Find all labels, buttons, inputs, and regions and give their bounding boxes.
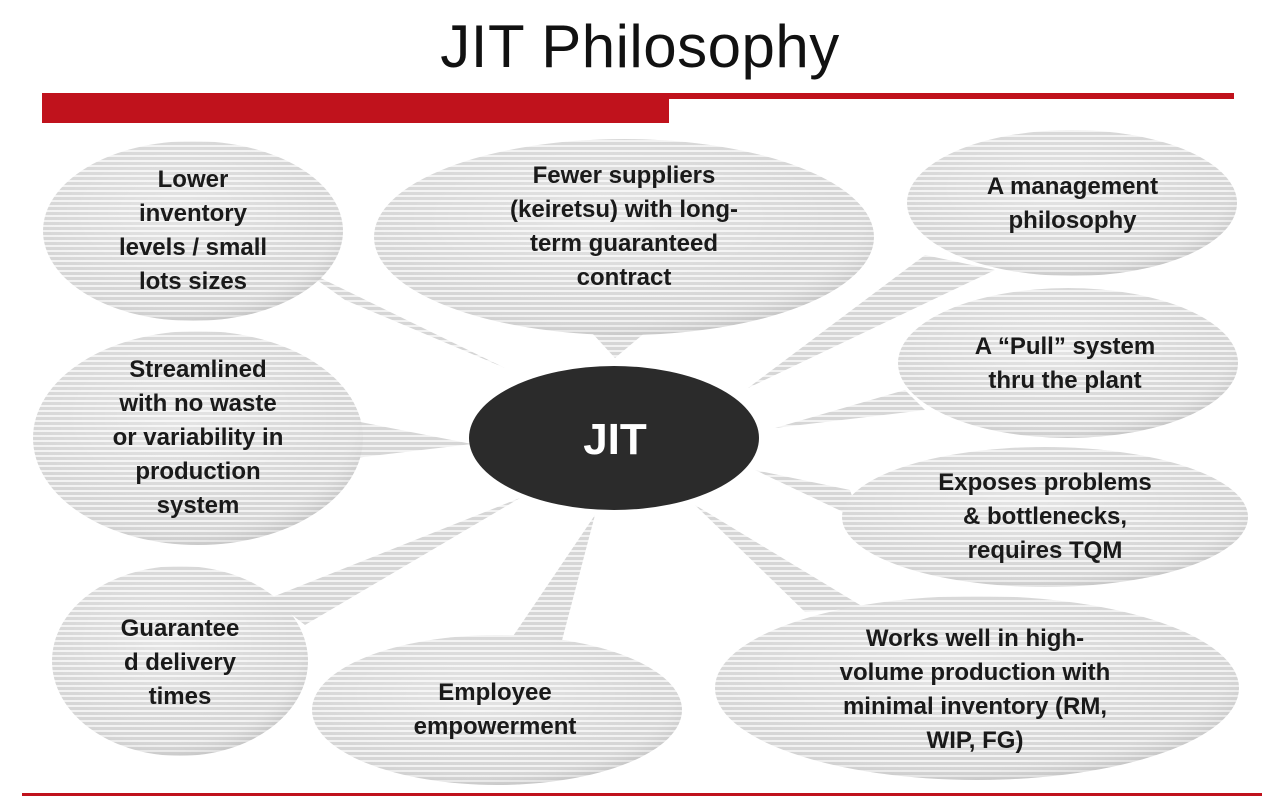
page-title: JIT Philosophy: [440, 13, 840, 80]
bubble-lower-inventory: [43, 141, 343, 321]
pointer-management-philosophy: [748, 255, 995, 388]
bubble-text: A “Pull” system thru the plant: [975, 330, 1156, 398]
label-guaranteed-delivery: Guarantee d delivery times: [70, 610, 290, 716]
bubble-line: times: [148, 683, 212, 710]
bubble-line: Employee: [438, 679, 552, 706]
label-exposes-problems: Exposes problems & bottlenecks, requires T…: [895, 464, 1195, 570]
bubbles: [33, 130, 1248, 785]
label-high-volume: Works well in high-volume production wit…: [790, 620, 1160, 760]
bubble-fewer-suppliers: [374, 139, 874, 335]
title-underline-thick: [42, 95, 669, 123]
bubble-line: system: [156, 492, 240, 519]
bubble-line: Works well in high-: [865, 625, 1085, 652]
bubble-line: Fewer suppliers: [532, 162, 716, 189]
pointer-pull-system: [775, 390, 925, 428]
bubble-text: Lower inventory levels / small lots sizes: [119, 163, 267, 299]
pointer-high-volume: [695, 505, 865, 612]
bubble-line: contract: [576, 264, 672, 291]
bubble-line: inventory: [138, 200, 247, 227]
bubble-line: Lower: [157, 166, 229, 193]
label-lower-inventory: Lower inventory levels / small lots sizes: [63, 158, 323, 304]
bubble-text: Works well in high-volume production wit…: [840, 622, 1111, 758]
pointer-exposes-problems: [755, 470, 860, 520]
bubble-high-volume: [715, 596, 1239, 780]
bubble-pull-system: [898, 288, 1238, 438]
bubble-exposes-problems: [842, 447, 1248, 587]
center-node: [469, 366, 759, 510]
bubble-line: lots sizes: [138, 268, 248, 295]
bubble-text: A management philosophy: [987, 170, 1158, 238]
bubble-line: A “Pull” system: [974, 333, 1156, 360]
bubble-line: Exposes problems: [938, 469, 1152, 496]
label-management-philosophy: A management philosophy: [925, 168, 1220, 240]
pointer-streamlined: [350, 420, 472, 458]
bubble-text: Guarantee d delivery times: [121, 612, 240, 714]
bubble-line: levels / small: [118, 234, 268, 261]
bubble-line: thru the plant: [988, 367, 1142, 394]
bubble-line: with no waste: [119, 390, 277, 417]
bubble-line: WIP, FG): [926, 727, 1024, 754]
label-streamlined: Streamlined with no waste or variability i…: [63, 350, 333, 526]
pointer-employee-empowerment: [505, 515, 595, 648]
bubble-employee-empowerment: [312, 635, 682, 785]
bubble-text: Exposes problems & bottlenecks, requires T…: [938, 466, 1151, 568]
bubble-line: philosophy: [1008, 207, 1137, 234]
label-employee-empowerment: Employee empowerment: [365, 674, 625, 746]
bubble-line: minimal inventory (RM,: [842, 693, 1108, 720]
bubble-line: Guarantee: [120, 615, 240, 642]
bubble-line: A management: [986, 173, 1159, 200]
bubble-line: empowerment: [413, 713, 577, 740]
bubble-line: requires TQM: [967, 537, 1123, 564]
bubble-text: Streamlined with no waste or variability i…: [113, 353, 284, 523]
label-pull-system: A “Pull” system thru the plant: [915, 328, 1215, 400]
bubble-line: (keiretsu) with long-: [510, 196, 738, 223]
pointer-guaranteed-delivery: [270, 498, 520, 625]
footer-rule: [22, 793, 1262, 796]
bubble-line: Streamlined: [129, 356, 267, 383]
bubble-line: term guaranteed: [529, 230, 719, 257]
bubble-line: volume production with: [839, 659, 1111, 686]
bubble-line: & bottlenecks,: [962, 503, 1128, 530]
bubble-line: production: [135, 458, 261, 485]
pointer-lower-inventory: [300, 268, 505, 368]
bubble-text: Employee empowerment: [414, 676, 577, 744]
bubble-line: d delivery: [123, 649, 237, 676]
bubble-pointers: [270, 255, 995, 648]
bubble-text: Fewer suppliers (keiretsu) with long-term…: [510, 159, 738, 295]
center-label: JIT: [583, 415, 647, 464]
label-fewer-suppliers: Fewer suppliers (keiretsu) with long-term…: [414, 154, 834, 300]
bubble-streamlined: [33, 331, 363, 545]
bubble-management-philosophy: [907, 130, 1237, 276]
bubble-guaranteed-delivery: [52, 566, 308, 756]
bubble-line: or variability in: [112, 424, 284, 451]
